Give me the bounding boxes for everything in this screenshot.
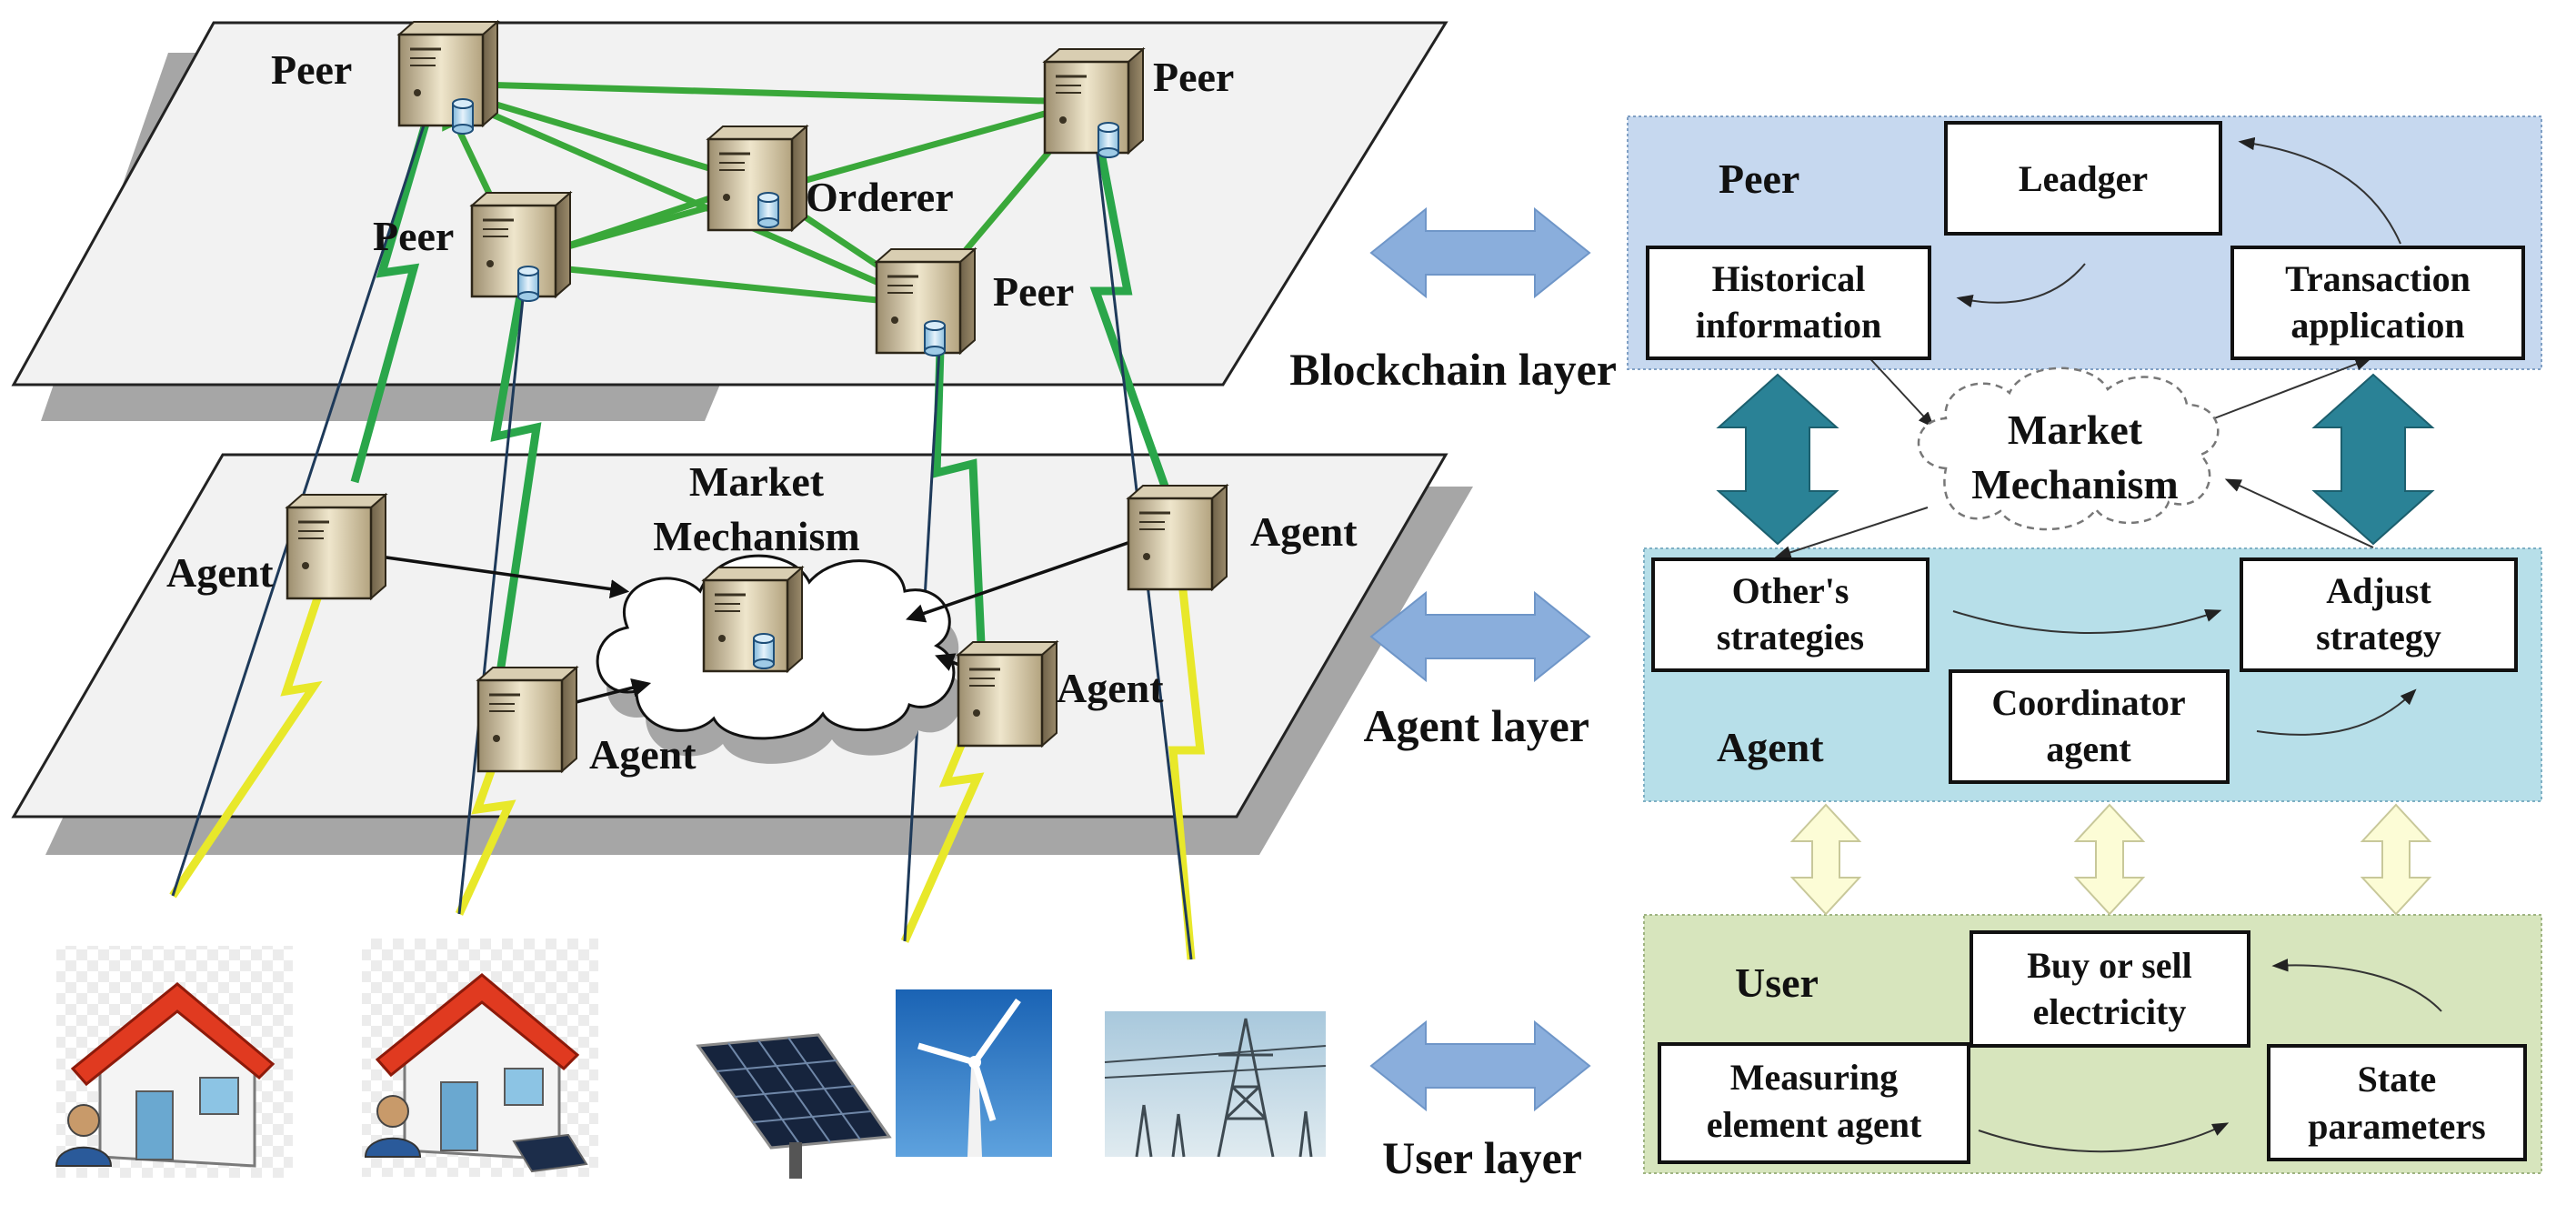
market-connections xyxy=(1774,349,2374,559)
transaction-text-line2: application xyxy=(2290,305,2464,346)
peer-label-mid-left: Peer xyxy=(373,213,454,259)
agent-server-bottom-mid xyxy=(476,666,578,773)
peer-panel-title: Peer xyxy=(1719,156,1799,202)
agent-layer-label: Agent layer xyxy=(1363,700,1589,751)
transaction-text-line1: Transaction xyxy=(2285,258,2471,299)
flow-arrows xyxy=(1952,136,2442,1153)
peer-label-top-left: Peer xyxy=(271,46,352,93)
agent-panel-title: Agent xyxy=(1717,724,1824,770)
wind-turbine-icon xyxy=(917,998,1021,1157)
power-pylon-icon xyxy=(1104,1018,1327,1158)
solar-panel-array xyxy=(696,1033,892,1179)
transaction-application-box xyxy=(2230,246,2525,360)
peer-server-mid-left xyxy=(470,191,572,302)
coordinator-agent-box xyxy=(1949,669,2230,784)
adjust-text-line2: strategy xyxy=(2316,617,2441,658)
peer-server-top-right xyxy=(1043,47,1145,158)
power-grid-photo xyxy=(1104,1011,1327,1158)
agent-label-right-top: Agent xyxy=(1250,508,1358,555)
adjust-strategy-box xyxy=(2240,557,2518,672)
wind-turbine-photo xyxy=(896,989,1052,1157)
cloud-icon xyxy=(1917,367,2220,531)
database-icon xyxy=(757,192,779,228)
historical-text-line2: information xyxy=(1696,305,1881,346)
market-server xyxy=(702,566,804,673)
agent-label-bottom-right: Agent xyxy=(1057,665,1164,711)
historical-information-box xyxy=(1646,246,1931,360)
blockchain-layer-label: Blockchain layer xyxy=(1289,344,1617,395)
peer-label-mid-right: Peer xyxy=(993,268,1074,315)
state-text-line1: State xyxy=(2358,1059,2437,1100)
blockchain-layer-arrow xyxy=(1370,208,1590,297)
person-icon xyxy=(55,1104,113,1167)
orderer-server xyxy=(707,125,808,232)
house-icon xyxy=(70,982,276,1168)
peer-label-top-right: Peer xyxy=(1153,54,1234,100)
comm-link-1 xyxy=(169,85,441,899)
market-cloud-right: Market Mechanism xyxy=(1917,367,2220,531)
measuring-text-line2: element agent xyxy=(1707,1104,1922,1145)
server-icon xyxy=(286,493,387,600)
server-icon xyxy=(957,640,1058,748)
user-layer-label: User layer xyxy=(1382,1132,1582,1183)
others-text-line2: strategies xyxy=(1717,617,1864,658)
agent-server-left xyxy=(286,493,387,600)
ledger-box xyxy=(1944,121,2222,236)
solar-panel-icon xyxy=(696,1033,892,1179)
server-icon xyxy=(1043,47,1145,155)
coordinator-text-line2: agent xyxy=(2046,728,2131,769)
database-icon xyxy=(1098,122,1119,158)
orderer-label: Orderer xyxy=(806,174,954,220)
peer-server-mid-right xyxy=(875,247,977,356)
market-cloud-line1: Market xyxy=(2008,407,2143,453)
state-parameters-box xyxy=(2267,1044,2527,1161)
house-2 xyxy=(362,939,598,1177)
database-icon xyxy=(924,320,946,356)
historical-text-line1: Historical xyxy=(1712,258,1866,299)
user-panel-title: User xyxy=(1735,959,1819,1006)
server-icon xyxy=(1127,484,1228,591)
user-layer-arrow xyxy=(1370,1021,1590,1110)
agent-server-right-top xyxy=(1127,484,1228,591)
agent-layer-arrow xyxy=(1370,592,1590,681)
solar-panel-icon xyxy=(512,1133,588,1173)
house-icon xyxy=(375,973,580,1161)
database-icon xyxy=(753,633,775,669)
house-1 xyxy=(55,946,293,1178)
agent-user-arrows xyxy=(1789,803,2432,916)
state-text-line2: parameters xyxy=(2308,1106,2485,1147)
database-icon xyxy=(452,98,474,135)
server-icon xyxy=(476,666,578,773)
measuring-element-agent-box xyxy=(1658,1042,1970,1164)
ledger-text: Leadger xyxy=(2019,158,2148,199)
buy-text-line2: electricity xyxy=(2033,991,2187,1032)
database-icon xyxy=(517,266,539,302)
person-icon xyxy=(364,1095,422,1158)
others-strategies-box xyxy=(1651,557,1929,672)
agent-server-bottom-right xyxy=(957,640,1058,748)
agent-label-bottom-mid: Agent xyxy=(589,731,697,778)
buy-sell-electricity-box xyxy=(1970,930,2250,1048)
buy-text-line1: Buy or sell xyxy=(2027,945,2192,986)
market-label-line1: Market xyxy=(689,458,825,505)
measuring-text-line1: Measuring xyxy=(1730,1057,1898,1098)
server-icon xyxy=(397,20,499,127)
peer-server-top-left xyxy=(397,20,499,135)
peer-agent-arrows xyxy=(1716,373,2435,546)
market-cloud-line2: Mechanism xyxy=(1971,461,2178,507)
market-label-line2: Mechanism xyxy=(653,513,859,559)
others-text-line1: Other's xyxy=(1732,570,1849,611)
coordinator-text-line1: Coordinator xyxy=(1991,682,2185,723)
agent-label-left: Agent xyxy=(166,549,274,596)
adjust-text-line1: Adjust xyxy=(2326,570,2431,611)
